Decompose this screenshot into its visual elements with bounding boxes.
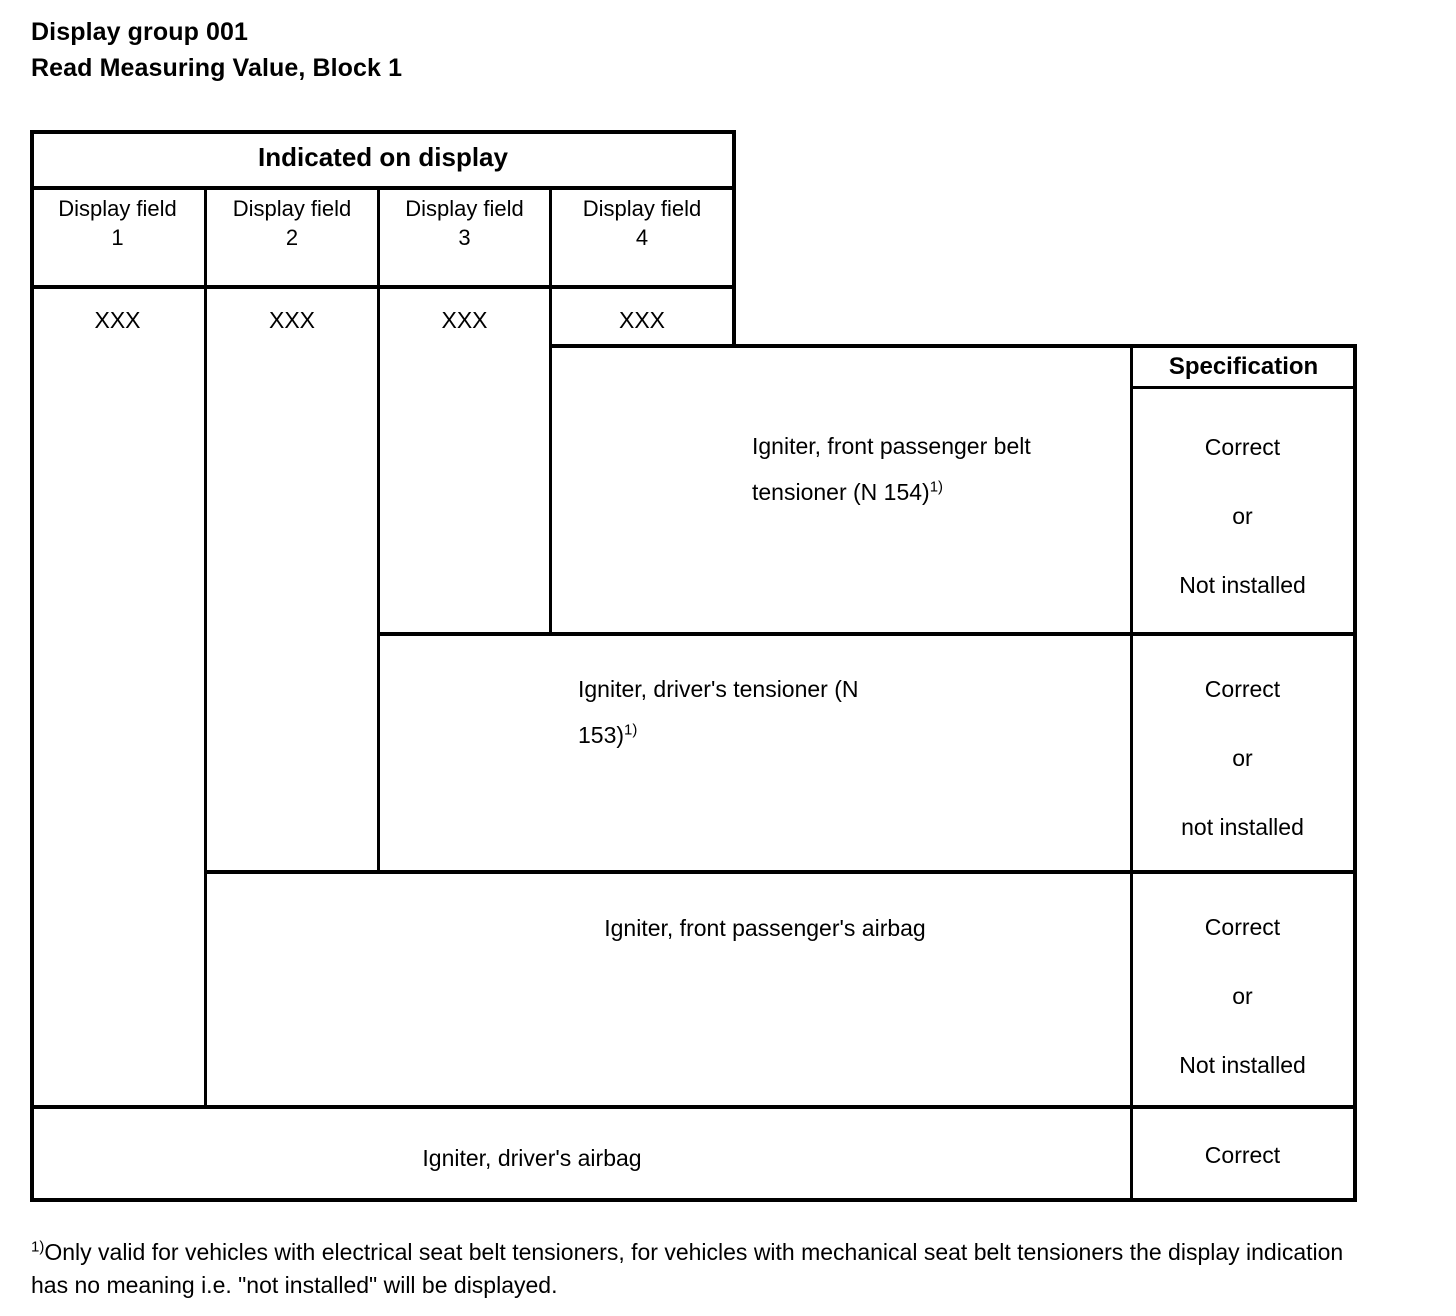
row-2-specification: Correct or not installed <box>1132 655 1353 862</box>
row-2-footnote-mark: 1) <box>624 721 638 739</box>
row-1-spec-line-2: or <box>1232 503 1253 529</box>
display-field-value-4: XXX <box>618 307 666 333</box>
display-field-label-4: Display field <box>582 196 702 221</box>
row-3-description-line-1: Igniter, front passenger's airbag <box>604 915 926 941</box>
display-field-label-1: Display field <box>58 196 177 221</box>
spec-header-separator <box>1130 386 1357 389</box>
row-3-spec-line-2: or <box>1232 983 1253 1009</box>
page-title: Display group 001 Read Measuring Value, … <box>31 14 402 86</box>
display-header-separator <box>30 186 736 190</box>
table-row: Igniter, driver's airbag <box>232 1135 832 1181</box>
table-row: Igniter, front passenger belt tensioner … <box>752 423 1122 515</box>
row-4-spec-line-1: Correct <box>1204 1142 1281 1168</box>
row-3-spec-line-1: Correct <box>1204 914 1281 940</box>
row-1-description-line-2: tensioner (N 154) <box>752 479 930 505</box>
display-field-value-3: XXX <box>441 307 488 333</box>
indicated-on-display-header: Indicated on display <box>258 142 508 172</box>
step-border-row3 <box>204 870 1357 874</box>
table-right-border <box>1353 347 1357 1202</box>
footnote: 1)Only valid for vehicles with electrica… <box>31 1236 1371 1302</box>
table-row: Igniter, driver's tensioner (N 153)1) <box>578 666 978 758</box>
row-2-description-line-2: 153) <box>578 722 625 748</box>
row-4-specification: Correct <box>1132 1140 1353 1170</box>
display-field-header-2: Display field 2 <box>207 194 377 252</box>
column-divider-1 <box>204 186 207 1105</box>
row-1-spec-line-3: Not installed <box>1179 572 1306 598</box>
row-1-specification: Correct or Not installed <box>1132 413 1353 620</box>
row-1-spec-line-1: Correct <box>1204 434 1281 460</box>
step-border-row1 <box>549 344 1357 348</box>
display-field-value-1: XXX <box>94 307 141 333</box>
display-field-number-2: 2 <box>285 225 299 250</box>
row-2-description-line-1: Igniter, driver's tensioner (N <box>578 676 859 702</box>
display-field-value-2: XXX <box>268 307 316 333</box>
table-row: Igniter, front passenger's airbag <box>405 905 1125 951</box>
table-top-border <box>30 130 736 134</box>
row-2-spec-line-1: Correct <box>1204 676 1281 702</box>
display-fields-separator <box>30 285 736 289</box>
display-field-header-3: Display field 3 <box>380 194 549 252</box>
row-1-description-line-1: Igniter, front passenger belt <box>752 433 1031 459</box>
title-line-2: Read Measuring Value, Block 1 <box>31 54 403 82</box>
specification-header: Specification <box>1168 353 1319 380</box>
footnote-text: Only valid for vehicles with electrical … <box>31 1239 1344 1298</box>
display-field-header-4: Display field 4 <box>552 194 732 252</box>
row-2-spec-line-2: or <box>1232 745 1253 771</box>
column-divider-3 <box>549 186 552 635</box>
spec-column-left-border <box>1130 347 1133 1202</box>
footnote-mark: 1) <box>31 1238 45 1256</box>
display-field-number-3: 3 <box>458 225 471 250</box>
display-field-label-3: Display field <box>405 196 524 221</box>
display-field-4-right-border <box>732 130 736 347</box>
row-2-spec-line-3: not installed <box>1181 814 1304 840</box>
row-3-spec-line-3: Not installed <box>1179 1052 1306 1078</box>
column-divider-2 <box>377 186 380 873</box>
title-line-1: Display group 001 <box>31 18 249 46</box>
step-border-row2 <box>377 632 1357 636</box>
display-field-header-1: Display field 1 <box>32 194 203 252</box>
step-border-row4 <box>30 1105 1357 1109</box>
table-bottom-border <box>30 1198 1357 1202</box>
table-left-border <box>30 130 34 1202</box>
row-3-specification: Correct or Not installed <box>1132 893 1353 1100</box>
display-field-number-1: 1 <box>111 225 124 250</box>
display-field-label-2: Display field <box>232 196 352 221</box>
row-4-description-line-1: Igniter, driver's airbag <box>422 1145 642 1171</box>
row-1-footnote-mark: 1) <box>929 478 943 496</box>
display-field-number-4: 4 <box>635 225 649 250</box>
